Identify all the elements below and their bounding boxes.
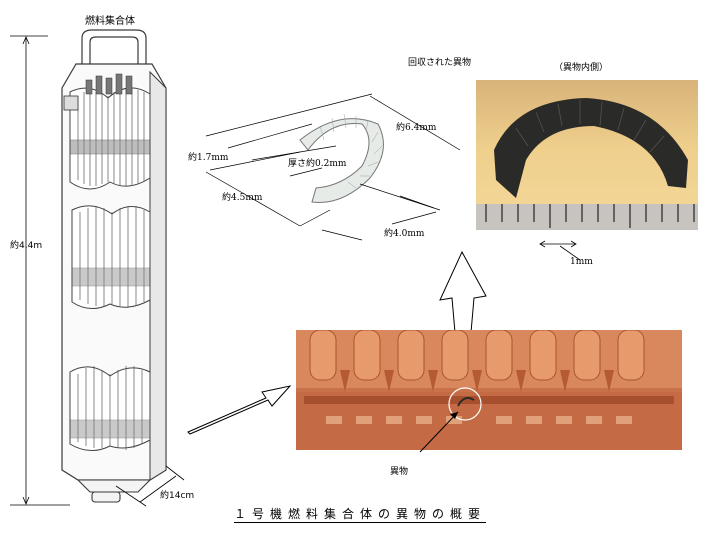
width-dimension <box>115 465 185 507</box>
width-label: 約14cm <box>160 491 195 501</box>
length-dimension <box>10 35 70 506</box>
debris-length-label: 約6.4mm <box>396 123 437 133</box>
debris-height-label: 約1.7mm <box>188 153 229 163</box>
length-label: 約4.4m <box>10 241 43 251</box>
debris-thickness-label: 厚さ約0.2mm <box>288 159 347 169</box>
debris-crescent <box>494 98 688 198</box>
debris-location-photo <box>296 330 682 450</box>
recovered-subtitle: （異物内側） <box>554 63 609 73</box>
assembly-title: 燃料集合体 <box>85 16 135 27</box>
caption-text: １号機燃料集合体の異物の概要 <box>233 507 486 523</box>
recovered-title: 回収された異物 <box>408 58 472 68</box>
scale-label: 1mm <box>570 257 593 267</box>
figure-caption: １号機燃料集合体の異物の概要 <box>0 505 720 523</box>
pointer-arrow-assembly <box>187 385 292 435</box>
recovered-debris-photo <box>476 80 698 230</box>
debris-pointer-label: 異物 <box>390 467 409 477</box>
debris-highlight-circle <box>448 387 482 421</box>
debris-drawing <box>299 113 384 203</box>
debris-width-a-label: 約4.5mm <box>222 193 263 203</box>
debris-dimensions <box>205 93 461 241</box>
debris-width-b-label: 約4.0mm <box>384 229 425 239</box>
